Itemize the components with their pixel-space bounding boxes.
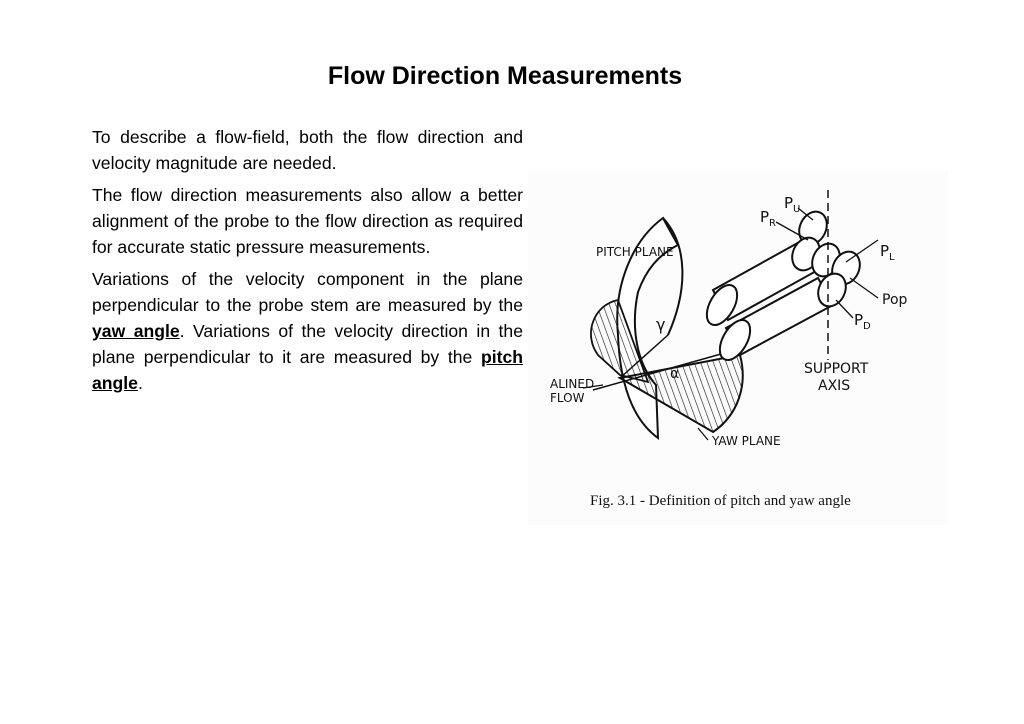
page-title: Flow Direction Measurements [327, 62, 683, 90]
pitch-yaw-figure: PITCH PLANE YAW PLANE ALINED FLOW SUPPOR… [528, 170, 948, 525]
support-axis-label-line1: SUPPORT [804, 361, 869, 377]
leader-pl [845, 239, 879, 263]
paragraph-3-text-c: . [137, 373, 143, 393]
hole-down [817, 272, 847, 308]
yaw-angle-term: yaw angle [92, 321, 180, 341]
angle-ray [619, 334, 669, 379]
leader-pr [775, 221, 809, 241]
pop-label: Pop [882, 292, 908, 308]
pl-label: PL [880, 242, 895, 263]
paragraph-1: To describe a flow-field, both the flow … [92, 127, 523, 173]
figure-caption: Fig. 3.1 - Definition of pitch and yaw a… [590, 493, 851, 509]
probe-tip-lower [718, 319, 752, 361]
pitch-plane-label: PITCH PLANE [596, 245, 674, 259]
support-axis-label-line2: AXIS [818, 378, 850, 394]
body-text: To describe a flow-field, both the flow … [92, 124, 523, 402]
pitch-angle-term: pitch angle [92, 347, 523, 393]
pitch-yaw-diagram: PITCH PLANE YAW PLANE ALINED FLOW SUPPOR… [550, 190, 908, 509]
alpha-label: α [670, 366, 679, 382]
pr-label: PR [760, 208, 776, 229]
leader-pd [835, 299, 854, 319]
gamma-label: γ [656, 315, 665, 334]
paragraph-3-text-b: . Variations of the velocity direction i… [92, 321, 523, 367]
leader-yaw [697, 427, 709, 441]
alined-label-line2: FLOW [550, 391, 585, 405]
paragraph-2: The flow direction measurements also all… [92, 185, 523, 257]
leader-pu [797, 207, 814, 221]
hatched-left-sector [590, 298, 650, 384]
pu-label: PU [784, 194, 800, 215]
leader-pop [849, 277, 879, 299]
pd-label: PD [854, 311, 871, 332]
pitch-plane-arc [662, 217, 684, 336]
yaw-plane-label: YAW PLANE [711, 434, 781, 448]
paragraph-3: Variations of the velocity component in … [92, 266, 523, 396]
leader-flow [582, 384, 604, 389]
probe-tip-upper [705, 284, 739, 326]
alined-label-line1: ALINED [550, 377, 594, 391]
paragraph-3-text-a: Variations of the velocity component in … [92, 269, 523, 315]
